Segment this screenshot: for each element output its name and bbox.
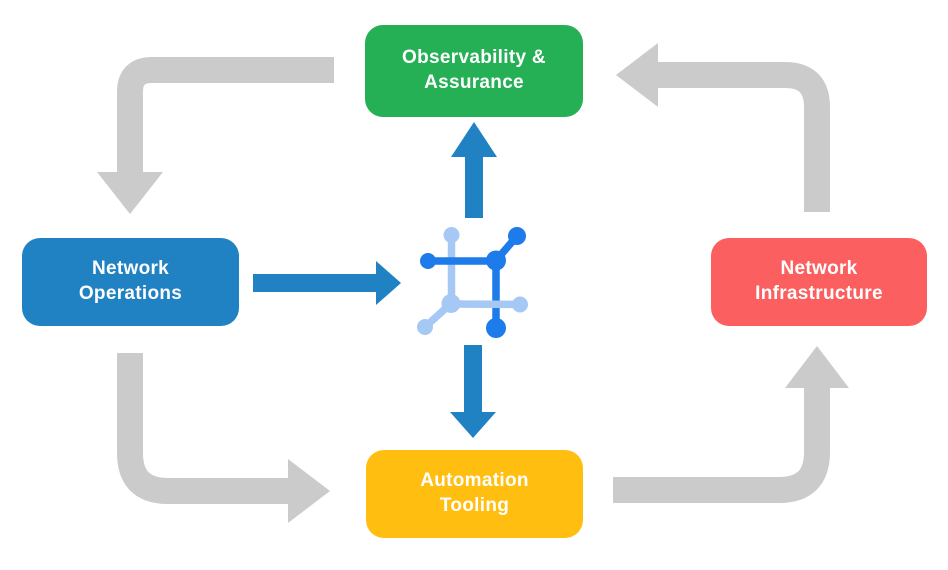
icon-bottomleft-node	[417, 319, 433, 335]
arrow-shaft	[117, 57, 334, 172]
arrow-head-down	[97, 172, 163, 214]
node-network-operations: Network Operations	[22, 238, 239, 326]
icon-bottom-node	[486, 318, 506, 338]
node-label-line1: Network	[780, 258, 858, 280]
node-automation-tooling: Automation Tooling	[366, 450, 583, 538]
arrow-shaft	[658, 62, 830, 212]
arrow-head-right	[288, 459, 330, 523]
icon-topright-corner-node	[486, 250, 506, 271]
node-label-line2: Tooling	[439, 495, 510, 516]
arrow-operations-to-center	[253, 261, 401, 305]
arrow-head-down	[450, 412, 496, 438]
icon-bottom-edge	[450, 300, 521, 309]
arrow-center-to-observability	[451, 122, 497, 218]
arrow-operations-to-automation	[117, 353, 330, 523]
arrow-center-to-automation	[450, 345, 496, 438]
icon-bottomleft-corner-node	[441, 294, 461, 313]
node-observability-assurance: Observability & Assurance	[365, 25, 583, 117]
icon-topright-node	[508, 227, 526, 245]
network-mesh-icon	[417, 227, 528, 338]
arrow-head-left	[616, 43, 658, 107]
node-label-line2: Operations	[78, 283, 183, 304]
arrow-head-up	[785, 346, 849, 388]
arrow-shaft	[613, 388, 830, 503]
arrow-automation-to-infrastructure	[613, 346, 849, 503]
arrow-head-up	[451, 122, 497, 157]
arrow-observability-to-operations	[97, 57, 334, 214]
arrow-shaft	[117, 353, 288, 504]
node-label-line1: Observability &	[402, 47, 546, 69]
arrow-infrastructure-to-observability	[616, 43, 830, 212]
icon-left-node	[420, 253, 436, 269]
node-label-line2: Assurance	[424, 72, 524, 93]
arrow-head-right	[376, 261, 401, 305]
node-network-infrastructure: Network Infrastructure	[711, 238, 927, 326]
icon-top-node	[443, 227, 460, 243]
node-label-line2: Infrastructure	[755, 283, 883, 304]
node-label-line1: Automation	[420, 470, 529, 492]
icon-right-node	[512, 296, 528, 313]
node-label-line1: Network	[91, 258, 170, 280]
